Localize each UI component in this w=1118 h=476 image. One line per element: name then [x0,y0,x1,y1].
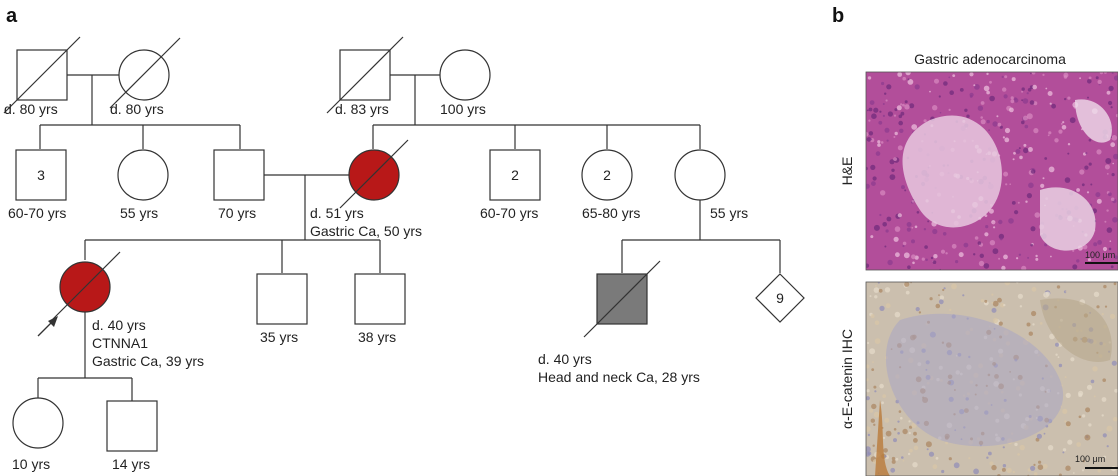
ihc-row-label: α-E-catenin IHC [839,329,855,429]
paternal-grandfather [3,36,81,114]
brother-2 [354,273,406,325]
paternal-grandfather-label: d. 80 yrs [4,101,58,117]
maternal-aunt-label: 55 yrs [710,205,748,221]
brother-1-label: 35 yrs [260,329,298,345]
proband-death-label: d. 40 yrs [92,317,146,333]
cousin-diagnosis-label: Head and neck Ca, 28 yrs [538,369,700,385]
cousin-death-label: d. 40 yrs [538,351,592,367]
paternal-uncles-label: 60-70 yrs [8,205,66,221]
mother-death-label: d. 51 yrs [310,205,364,221]
maternal-grandmother-label: 100 yrs [440,101,486,117]
daughter-label: 10 yrs [12,456,50,472]
cousins-diamond [755,273,805,323]
pedigree-lines [37,74,781,401]
he-frame [865,71,1118,271]
ihc-scale-label: 100 μm [1075,454,1105,464]
histology-title: Gastric adenocarcinoma [914,51,1066,67]
maternal-uncles-label: 60-70 yrs [480,205,538,221]
brother-2-label: 38 yrs [358,329,396,345]
proband-arrow-icon [37,316,58,337]
maternal-grandmother [439,49,491,101]
paternal-aunt [117,149,169,201]
he-micrograph [866,72,1118,270]
ihc-micrograph [866,282,1118,476]
cousin-other-cancer [583,260,661,338]
paternal-uncles [15,149,67,201]
daughter [12,397,64,449]
panel-label-b: b [832,5,844,27]
he-scale-label: 100 μm [1085,250,1115,260]
paternal-aunt-label: 55 yrs [120,205,158,221]
maternal-aunts-label: 65-80 yrs [582,205,640,221]
maternal-aunts [581,149,633,201]
father-label: 70 yrs [218,205,256,221]
panel-label-a: a [6,5,18,27]
maternal-uncles-count: 2 [511,167,519,183]
maternal-grandfather-label: d. 83 yrs [335,101,389,117]
proband-diagnosis-label: Gastric Ca, 39 yrs [92,353,204,369]
ihc-frame [865,281,1118,476]
proband-affected [51,251,121,321]
he-row-label: H&E [839,157,855,186]
cousins-count: 9 [776,290,784,306]
paternal-grandmother-label: d. 80 yrs [110,101,164,117]
mother-affected [339,139,409,209]
maternal-aunts-count: 2 [603,167,611,183]
maternal-grandfather [326,36,404,114]
paternal-grandmother [109,37,181,109]
son-label: 14 yrs [112,456,150,472]
brother-1 [256,273,308,325]
father [213,149,265,201]
maternal-aunt [674,149,726,201]
maternal-uncles [489,149,541,201]
proband-gene-label: CTNNA1 [92,335,148,351]
son [106,400,158,452]
mother-diagnosis-label: Gastric Ca, 50 yrs [310,223,422,239]
paternal-uncles-count: 3 [37,167,45,183]
